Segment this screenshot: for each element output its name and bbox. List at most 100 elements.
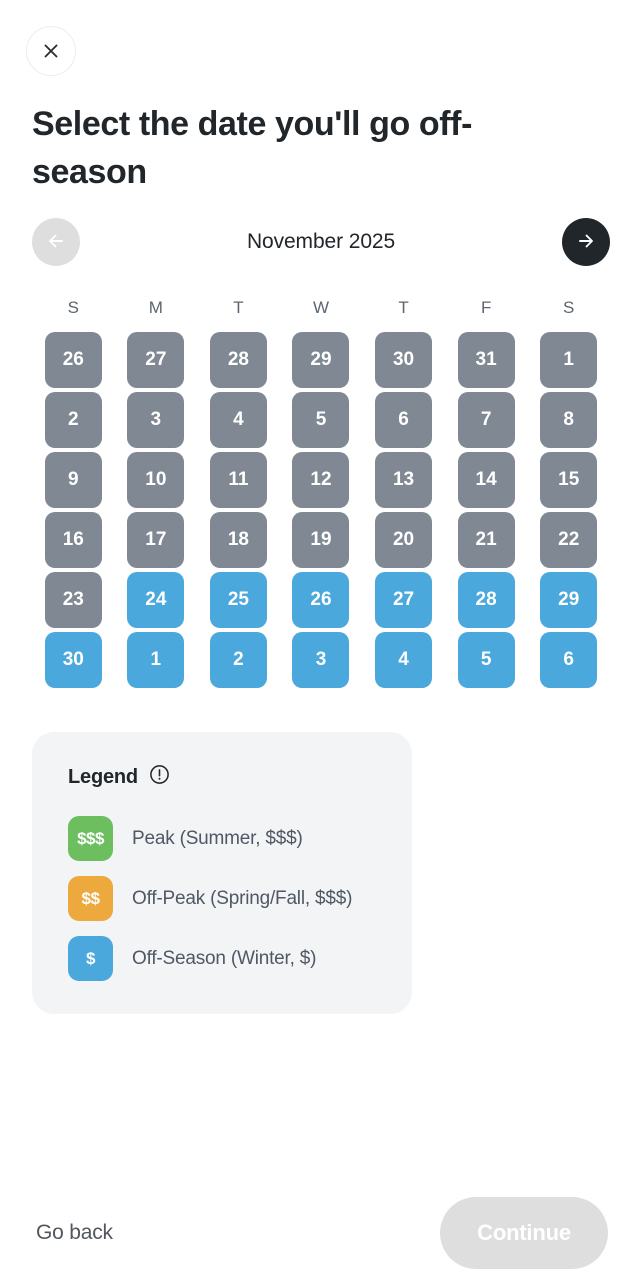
continue-button[interactable]: Continue (440, 1197, 608, 1269)
close-icon (42, 42, 60, 60)
day-cell[interactable]: 1 (540, 332, 598, 388)
day-cell[interactable]: 14 (457, 452, 515, 508)
legend-swatch: $$$ (68, 816, 113, 861)
month-label: November 2025 (246, 230, 396, 253)
day-slot: 27 (362, 572, 445, 628)
legend-rows: $$$Peak (Summer, $$$)$$Off-Peak (Spring/… (68, 816, 376, 981)
day-cell[interactable]: 29 (292, 332, 350, 388)
legend-row: $Off-Season (Winter, $) (68, 936, 376, 981)
legend-card: Legend $$$Peak (Summer, $$$)$$Off-Peak (… (32, 732, 412, 1014)
day-slot: 7 (445, 392, 528, 448)
day-cell[interactable]: 23 (44, 572, 102, 628)
day-slot: 15 (527, 452, 610, 508)
page-title: Select the date you'll go off-season (32, 105, 473, 191)
day-slot: 3 (280, 632, 363, 688)
day-slot: 12 (280, 452, 363, 508)
day-cell[interactable]: 11 (209, 452, 267, 508)
day-cell[interactable]: 5 (292, 392, 350, 448)
weekday-label: W (312, 298, 330, 317)
alert-circle-icon[interactable] (149, 764, 170, 790)
legend-title: Legend (68, 765, 138, 788)
weekday-label: F (480, 298, 492, 317)
day-slot: 24 (115, 572, 198, 628)
prev-month-button[interactable] (32, 218, 80, 266)
arrow-left-icon (45, 230, 67, 255)
footer: Go back Continue (0, 1180, 642, 1286)
legend-row: $$Off-Peak (Spring/Fall, $$$) (68, 876, 376, 921)
day-cell[interactable]: 8 (540, 392, 598, 448)
legend-swatch: $ (68, 936, 113, 981)
day-slot: 25 (197, 572, 280, 628)
next-month-button[interactable] (562, 218, 610, 266)
day-cell[interactable]: 4 (209, 392, 267, 448)
weekday-label: S (563, 298, 575, 317)
day-cell[interactable]: 18 (209, 512, 267, 568)
legend-label: Peak (Summer, $$$) (132, 827, 303, 849)
day-cell[interactable]: 27 (127, 332, 185, 388)
day-cell[interactable]: 17 (127, 512, 185, 568)
day-slot: 10 (115, 452, 198, 508)
day-cell[interactable]: 12 (292, 452, 350, 508)
day-cell[interactable]: 15 (540, 452, 598, 508)
day-cell[interactable]: 6 (375, 392, 433, 448)
day-cell[interactable]: 22 (540, 512, 598, 568)
day-cell[interactable]: 2 (44, 392, 102, 448)
day-slot: 30 (362, 332, 445, 388)
day-cell[interactable]: 29 (540, 572, 598, 628)
day-cell[interactable]: 6 (540, 632, 598, 688)
day-slot: 8 (527, 392, 610, 448)
day-slot: 13 (362, 452, 445, 508)
day-slot: 14 (445, 452, 528, 508)
month-navigation: November 2025 (32, 218, 610, 266)
day-slot: 16 (32, 512, 115, 568)
day-slot: 2 (197, 632, 280, 688)
day-slot: 27 (115, 332, 198, 388)
day-cell[interactable]: 27 (375, 572, 433, 628)
day-cell[interactable]: 3 (127, 392, 185, 448)
day-cell[interactable]: 7 (457, 392, 515, 448)
day-slot: 6 (362, 392, 445, 448)
day-slot: 17 (115, 512, 198, 568)
day-slot: 23 (32, 572, 115, 628)
day-cell[interactable]: 9 (44, 452, 102, 508)
day-slot: 1 (527, 332, 610, 388)
day-slot: 26 (280, 572, 363, 628)
day-cell[interactable]: 19 (292, 512, 350, 568)
day-slot: 1 (115, 632, 198, 688)
legend-row: $$$ Peak (Summer, $$$) (68, 816, 376, 861)
day-cell[interactable]: 2 (209, 632, 267, 688)
go-back-button[interactable]: Go back (36, 1221, 113, 1244)
day-cell[interactable]: 26 (44, 332, 102, 388)
day-slot: 19 (280, 512, 363, 568)
day-cell[interactable]: 3 (292, 632, 350, 688)
day-slot: 3 (115, 392, 198, 448)
day-cell[interactable]: 26 (292, 572, 350, 628)
day-cell[interactable]: 20 (375, 512, 433, 568)
day-cell[interactable]: 1 (127, 632, 185, 688)
day-cell[interactable]: 4 (375, 632, 433, 688)
day-cell[interactable]: 28 (209, 332, 267, 388)
day-slot: 29 (280, 332, 363, 388)
day-cell[interactable]: 21 (457, 512, 515, 568)
day-slot: 18 (197, 512, 280, 568)
day-slot: 6 (527, 632, 610, 688)
legend-swatch: $$ (68, 876, 113, 921)
day-cell[interactable]: 30 (375, 332, 433, 388)
day-cell[interactable]: 24 (127, 572, 185, 628)
day-slot: 30 (32, 632, 115, 688)
day-cell[interactable]: 13 (375, 452, 433, 508)
weekday-label: T (398, 298, 409, 317)
day-cell[interactable]: 25 (209, 572, 267, 628)
day-cell[interactable]: 10 (127, 452, 185, 508)
day-cell[interactable]: 30 (44, 632, 102, 688)
day-slot: 4 (197, 392, 280, 448)
day-slot: 21 (445, 512, 528, 568)
day-cell[interactable]: 28 (457, 572, 515, 628)
day-cell[interactable]: 5 (457, 632, 515, 688)
day-cell[interactable]: 31 (457, 332, 515, 388)
day-cell[interactable]: 16 (44, 512, 102, 568)
close-button[interactable] (26, 26, 76, 76)
day-slot: 28 (197, 332, 280, 388)
